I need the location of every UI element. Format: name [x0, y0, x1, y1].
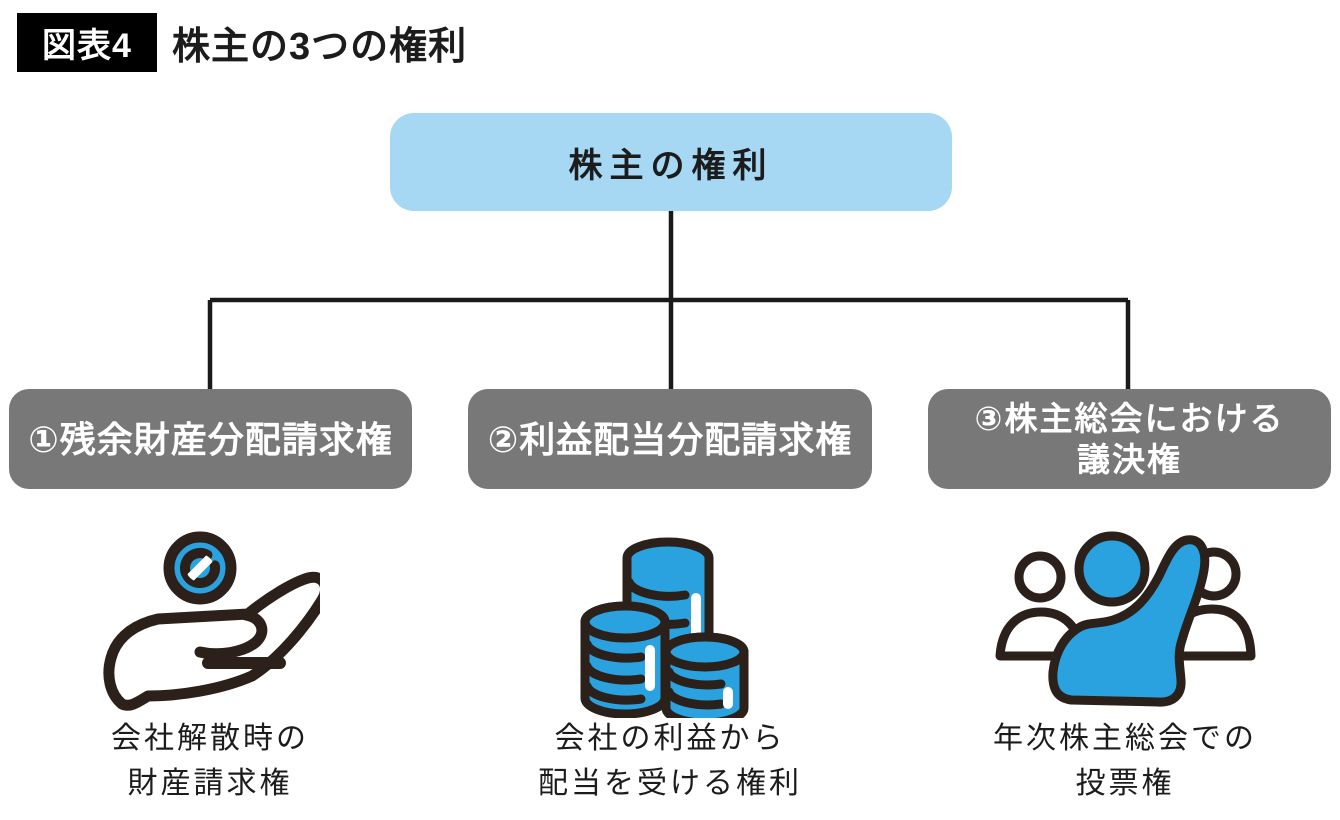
page-title: 株主の3つの権利	[172, 26, 468, 68]
branch-caption-residual-assets: 会社解散時の 財産請求権	[111, 722, 309, 800]
root-node-shareholder-rights: 株主の権利	[390, 113, 952, 211]
branch-caption-voting-rights: 年次株主総会での 投票権	[993, 722, 1257, 800]
coin-in-hand-icon	[103, 531, 320, 711]
branch-box-residual-assets: ①残余財産分配請求権	[9, 389, 412, 489]
branch-box-voting-rights: ③株主総会における 議決権	[928, 389, 1331, 489]
coin-stacks-icon	[580, 537, 749, 718]
voting-people-icon	[995, 531, 1256, 707]
connector-path	[207, 211, 1131, 392]
figure-badge: 図表4	[17, 13, 157, 72]
branch-caption-profit-dividend: 会社の利益から 配当を受ける権利	[538, 722, 802, 800]
branch-box-profit-dividend: ②利益配当分配請求権	[468, 389, 872, 489]
